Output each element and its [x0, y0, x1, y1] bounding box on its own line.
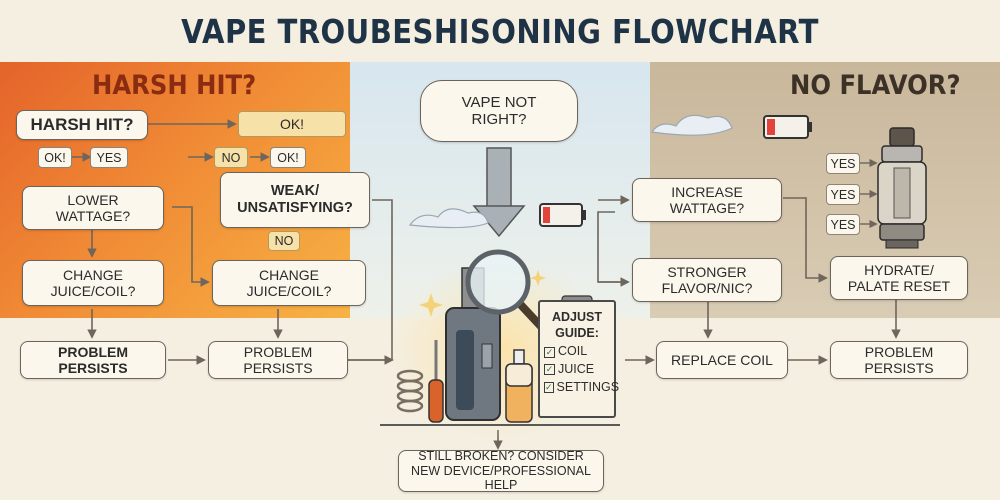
juice-bottle-icon: [505, 349, 533, 423]
harsh-hit-heading: HARSH HIT?: [92, 70, 257, 101]
yes-label: YES: [90, 147, 128, 168]
problem-persists-left-node: PROBLEM PERSISTS: [20, 341, 166, 379]
adjust-guide-card: ADJUST GUIDE: ✓COIL ✓JUICE ✓SETTINGS: [538, 300, 619, 418]
battery-low-icon: [539, 115, 812, 227]
coil-icon: [396, 369, 424, 413]
cloud-icon: [408, 114, 733, 229]
yes-label-2: YES: [826, 184, 860, 205]
ok-right-label: OK!: [270, 147, 306, 168]
guide-item-juice: JUICE: [558, 361, 595, 376]
weak-unsatisfying-node: WEAK/ UNSATISFYING?: [220, 172, 370, 228]
check-icon: ✓: [544, 381, 554, 393]
problem-persists-mid-node: PROBLEM PERSISTS: [208, 341, 348, 379]
tank-icon: [877, 127, 927, 249]
harsh-hit-start-node: HARSH HIT?: [16, 110, 148, 140]
replace-coil-node: REPLACE COIL: [656, 341, 788, 379]
change-juice-left-node: CHANGE JUICE/COIL?: [22, 260, 164, 306]
ok-small-label: OK!: [38, 147, 72, 168]
flowchart-title: VAPE TROUBESHISONING FLOWCHART: [181, 12, 819, 51]
problem-persists-right-node: PROBLEM PERSISTS: [830, 341, 968, 379]
still-broken-node: STILL BROKEN? CONSIDER NEW DEVICE/PROFES…: [398, 449, 604, 492]
yes-label-3: YES: [826, 214, 860, 235]
increase-wattage-node: INCREASE WATTAGE?: [632, 178, 782, 222]
ok-top-node: OK!: [238, 111, 346, 137]
yes-label-1: YES: [826, 153, 860, 174]
no-flavor-heading: NO FLAVOR?: [790, 70, 961, 101]
guide-item-settings: SETTINGS: [556, 379, 620, 394]
change-juice-right-node: CHANGE JUICE/COIL?: [212, 260, 366, 306]
lower-wattage-node: LOWER WATTAGE?: [22, 186, 164, 230]
hydrate-palate-node: HYDRATE/ PALATE RESET: [830, 256, 968, 300]
no-top-label: NO: [214, 147, 248, 168]
guide-item-coil: COIL: [558, 344, 588, 359]
screwdriver-icon: [428, 340, 444, 423]
vape-mod-icon: [445, 267, 501, 421]
vape-not-right-node: VAPE NOT RIGHT?: [420, 80, 578, 142]
adjust-guide-title: ADJUST GUIDE:: [551, 310, 602, 340]
down-arrow-icon: [472, 147, 526, 238]
no-mid-label: NO: [268, 231, 300, 251]
check-icon: ✓: [544, 364, 555, 376]
stronger-flavor-node: STRONGER FLAVOR/NIC?: [632, 258, 782, 302]
check-icon: ✓: [544, 346, 555, 358]
